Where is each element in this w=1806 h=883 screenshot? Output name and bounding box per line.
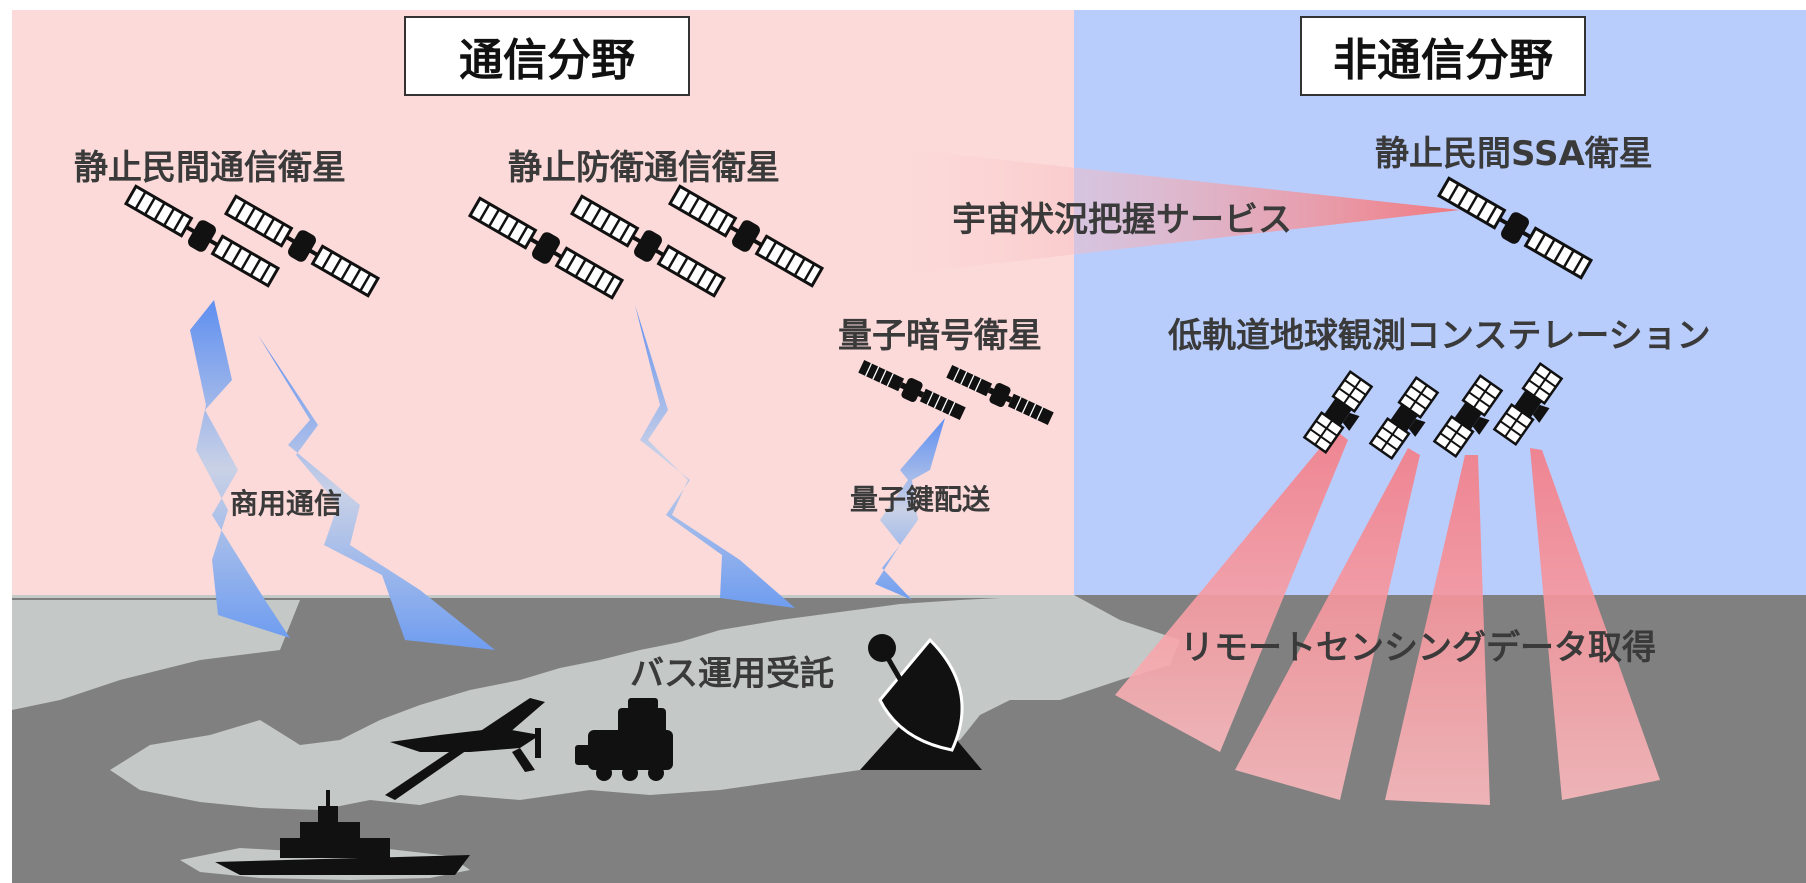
noncomm-panel <box>1074 10 1806 595</box>
satellite-icon <box>1493 362 1569 450</box>
satellite-icon <box>1369 376 1445 464</box>
label-commercial: 商用通信 <box>230 487 343 520</box>
vehicle-icon <box>575 698 673 781</box>
beam-rs-3 <box>1385 455 1490 805</box>
comm-section-title: 通信分野 <box>404 16 690 96</box>
label-bus-ops: バス運用受託 <box>630 654 834 694</box>
label-remote-sensing: リモートセンシングデータ取得 <box>1180 628 1656 668</box>
noncomm-section-title: 非通信分野 <box>1300 16 1586 96</box>
ship-icon <box>215 790 470 875</box>
satellite-icon <box>1433 374 1509 462</box>
label-defense-geo: 静止防衛通信衛星 <box>508 148 780 188</box>
satellite-icon <box>1434 172 1596 284</box>
label-quantum: 量子暗号衛星 <box>838 316 1042 356</box>
satellite-icon <box>121 180 283 292</box>
beam-rs-2 <box>1235 448 1420 800</box>
antenna-icon <box>860 634 982 770</box>
label-leo: 低軌道地球観測コンステレーション <box>1168 316 1711 356</box>
beam-qkd <box>875 418 945 600</box>
label-ssa-service: 宇宙状況把握サービス <box>952 200 1292 240</box>
satellite-icon <box>221 190 383 302</box>
beam-commercial-1 <box>190 300 290 638</box>
beam-ssa <box>895 148 1460 275</box>
satellite-icon <box>855 355 969 425</box>
beam-rs-1 <box>1115 430 1348 752</box>
label-qkd: 量子鍵配送 <box>850 483 991 516</box>
beam-rs-4 <box>1530 448 1660 800</box>
satellite-icon <box>943 360 1057 430</box>
label-civil-geo: 静止民間通信衛星 <box>74 148 346 188</box>
label-ssa: 静止民間SSA衛星 <box>1375 134 1653 174</box>
beam-defense <box>635 305 795 608</box>
drone-icon <box>385 698 545 800</box>
